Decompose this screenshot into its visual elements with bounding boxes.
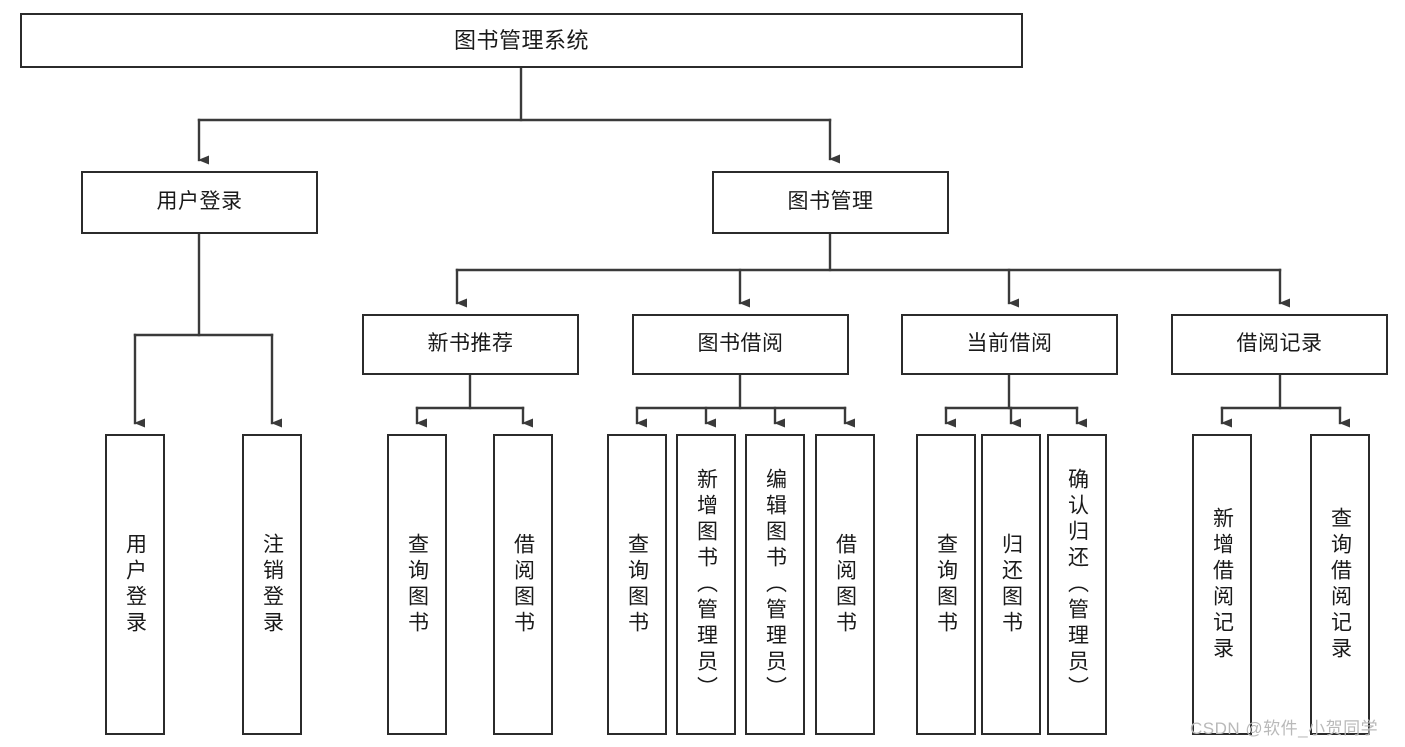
- node-leaf-return-book[interactable]: 归还图书: [981, 434, 1041, 735]
- node-leaf-add-borrow-record[interactable]: 新增借阅记录: [1192, 434, 1252, 735]
- node-user-login[interactable]: 用户登录: [81, 171, 318, 234]
- node-leaf-edit-book-admin[interactable]: 编辑图书（管理员）: [745, 434, 805, 735]
- node-label: 查询图书: [934, 532, 958, 637]
- node-label: 查询图书: [405, 532, 429, 637]
- node-leaf-add-book-admin[interactable]: 新增图书（管理员）: [676, 434, 736, 735]
- node-label: 图书管理系统: [453, 27, 589, 53]
- node-book-manage[interactable]: 图书管理: [712, 171, 949, 234]
- node-label: 注销登录: [260, 532, 284, 637]
- node-leaf-query-book-1[interactable]: 查询图书: [387, 434, 447, 735]
- node-label: 借阅图书: [511, 532, 535, 637]
- node-borrow-record[interactable]: 借阅记录: [1171, 314, 1388, 375]
- node-leaf-query-borrow-record[interactable]: 查询借阅记录: [1310, 434, 1370, 735]
- node-leaf-query-book-2[interactable]: 查询图书: [607, 434, 667, 735]
- node-book-borrow[interactable]: 图书借阅: [632, 314, 849, 375]
- node-leaf-user-login[interactable]: 用户登录: [105, 434, 165, 735]
- node-label: 归还图书: [999, 532, 1023, 637]
- node-label: 图书管理: [787, 190, 874, 214]
- node-leaf-borrow-book-2[interactable]: 借阅图书: [815, 434, 875, 735]
- node-label: 新增借阅记录: [1210, 506, 1234, 663]
- node-leaf-confirm-return-admin[interactable]: 确认归还（管理员）: [1047, 434, 1107, 735]
- node-label: 当前借阅: [966, 332, 1053, 356]
- node-label: 借阅记录: [1236, 332, 1323, 356]
- node-leaf-query-book-3[interactable]: 查询图书: [916, 434, 976, 735]
- node-label: 新增图书（管理员）: [694, 467, 718, 702]
- node-label: 新书推荐: [427, 332, 514, 356]
- node-label: 用户登录: [156, 190, 243, 214]
- node-label: 借阅图书: [833, 532, 857, 637]
- node-label: 确认归还（管理员）: [1065, 467, 1089, 702]
- node-new-book-recommend[interactable]: 新书推荐: [362, 314, 579, 375]
- node-label: 用户登录: [123, 532, 147, 637]
- csdn-watermark: CSDN @软件_小贺同学: [1190, 719, 1379, 738]
- node-label: 查询图书: [625, 532, 649, 637]
- node-leaf-borrow-book-1[interactable]: 借阅图书: [493, 434, 553, 735]
- node-root-book-management-system[interactable]: 图书管理系统: [20, 13, 1023, 68]
- node-label: 图书借阅: [697, 332, 784, 356]
- node-label: 编辑图书（管理员）: [763, 467, 787, 702]
- node-leaf-logout-login[interactable]: 注销登录: [242, 434, 302, 735]
- node-label: 查询借阅记录: [1328, 506, 1352, 663]
- node-current-borrow[interactable]: 当前借阅: [901, 314, 1118, 375]
